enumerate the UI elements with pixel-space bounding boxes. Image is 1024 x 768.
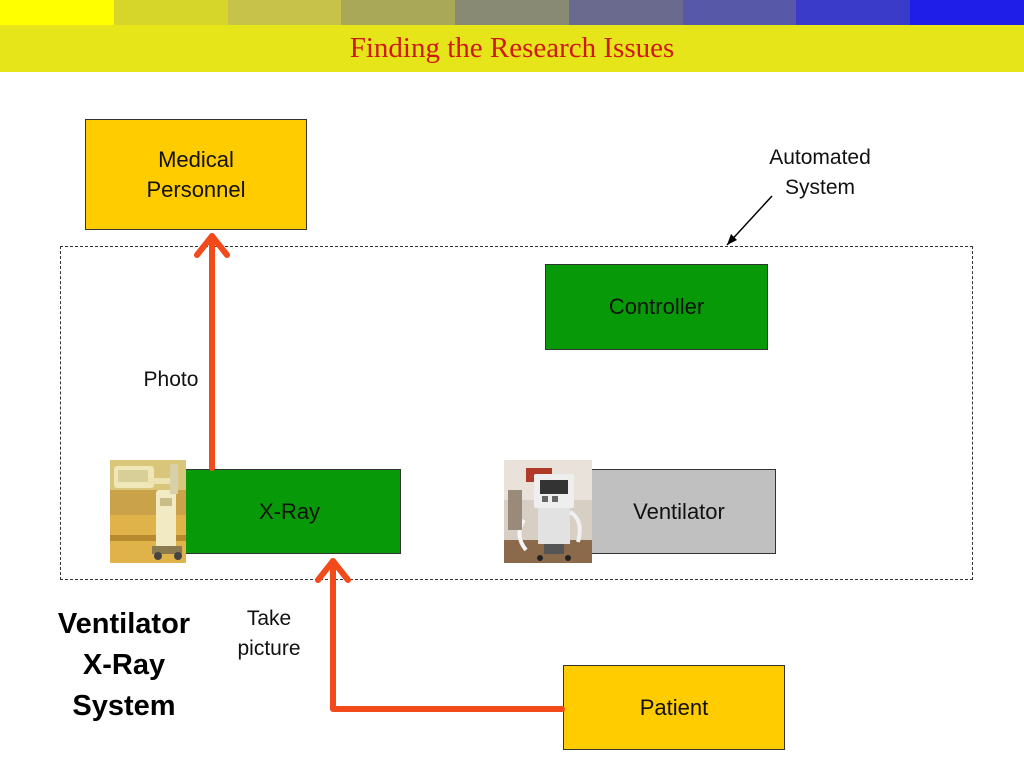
- take-picture-flow-arrow: [315, 558, 565, 712]
- automated-system-boundary: [60, 246, 973, 580]
- header-stripe-7: [682, 0, 797, 25]
- header-stripe-5: [455, 0, 569, 25]
- header-stripe-9: [910, 0, 1024, 25]
- system-name-label: Ventilator X-Ray System: [57, 608, 191, 722]
- header-stripe-6: [568, 0, 683, 25]
- automated-system-pointer-arrow: [726, 195, 773, 246]
- photo-label: Photo: [143, 368, 199, 391]
- header-stripe-1: [0, 0, 114, 25]
- photo-flow-arrow: [194, 233, 230, 471]
- medical-personnel-box: Medical Personnel: [85, 119, 307, 230]
- header-stripe-4: [341, 0, 456, 25]
- header-stripe-2: [113, 0, 228, 25]
- header-stripe-8: [796, 0, 911, 25]
- slide-title: Finding the Research Issues: [349, 32, 675, 64]
- automated-system-label: Automated System: [769, 146, 871, 199]
- header-stripe-3: [227, 0, 342, 25]
- xray-box: X-Ray: [178, 469, 401, 554]
- xray-machine-photo: [110, 460, 186, 563]
- patient-box: Patient: [563, 665, 785, 750]
- ventilator-box: Ventilator: [582, 469, 776, 554]
- ventilator-machine-photo: [504, 460, 592, 563]
- title-bar: [0, 25, 1024, 72]
- take-picture-label: Take picture: [237, 607, 301, 660]
- controller-box: Controller: [545, 264, 768, 350]
- header-stripes: [0, 0, 1024, 25]
